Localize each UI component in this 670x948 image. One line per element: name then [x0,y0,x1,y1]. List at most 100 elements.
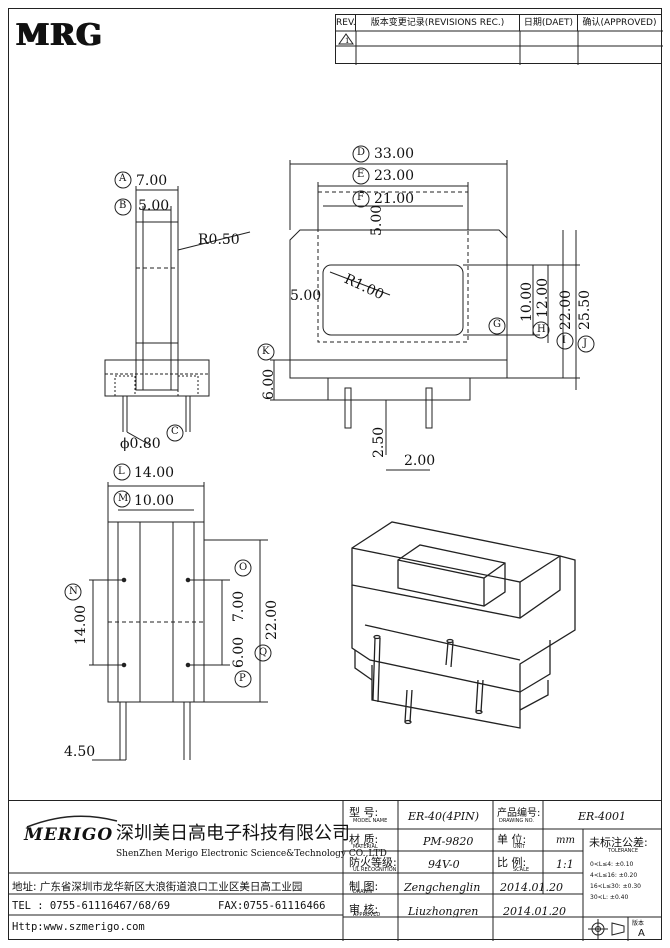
model-label: 型 号: [349,806,379,819]
technical-drawing [64,145,595,761]
dim-5-left: 5.00 [290,288,322,304]
dim-2-5: 2.50 [371,426,387,458]
unit-label: 单 位: [497,833,527,846]
material-label: 材 质: [349,833,379,846]
drawing-frame [8,8,662,940]
dim-4-5: 4.50 [64,744,96,760]
dim-e-value: 23.00 [374,168,415,184]
label-j: J [583,338,588,349]
company-tel: TEL : 0755-61116467/68/69 [12,900,171,912]
company-name-en: ShenZhen Merigo Electronic Science&Techn… [116,849,387,859]
revision-triangle-icon [338,33,354,45]
dim-d-value: 33.00 [374,146,415,162]
version-label: 版本 [632,920,645,927]
label-p: P [239,673,246,684]
bottom-view [89,482,268,761]
dim-c-value: ϕ0.80 [120,436,161,452]
dim-5-top: 5.00 [369,204,385,236]
dim-22-bottom: 22.00 [264,599,280,640]
model-label-en: MODEL NAME [353,818,388,824]
rev-header: REV. [336,15,356,31]
revision-date-header: 日期(DAET) [520,15,578,31]
label-b: B [119,200,127,211]
dim-2: 2.00 [404,453,436,469]
tolerance-row-3: 16<L≤30: ±0.30 [590,883,641,890]
svg-text:1: 1 [345,37,349,45]
dim-f-value: 21.00 [374,191,415,207]
label-c: C [171,426,179,437]
dim-25-5: 25.50 [577,289,593,330]
merigo-logo: MERIGO [24,825,114,845]
flame-value: 94V-0 [428,858,460,871]
revision-approved-header: 确认(APPROVED) [582,18,657,28]
approved-label: 审 核: [349,903,379,916]
side-radius-label: R0.50 [198,232,240,248]
label-a: A [119,173,127,184]
label-e: E [357,169,365,180]
flame-label-en: UL RECOGNITION [353,867,397,873]
label-m: M [118,493,129,504]
drawn-date: 2014.01.20 [500,881,563,894]
dim-a-value: 7.00 [136,173,168,189]
drawn-label: 制 图: [349,880,379,893]
dim-10: 10.00 [519,281,535,322]
dim-6: 6.00 [261,368,277,400]
tolerance-row-4: 30<L: ±0.40 [590,894,629,901]
label-i: I [562,335,566,346]
drawing-no-label-en: DRAWING NO. [499,818,534,824]
label-l: L [118,466,125,477]
scale-value: 1:1 [556,858,574,871]
dim-12: 12.00 [535,277,551,318]
dim-b-value: 5.00 [138,198,170,214]
isometric-view [351,521,576,729]
label-f: F [357,192,364,203]
approved-label-en: APPROVED [353,912,381,918]
top-view [270,160,580,471]
material-label-en: MATERIAL [353,844,378,850]
merigo-logo-swoosh-icon [26,815,118,828]
drawing-no-value: ER-4001 [578,810,627,823]
dim-m-value: 10.00 [134,493,175,509]
dim-n-value: 14.00 [73,604,89,645]
label-h: H [537,324,546,335]
reference-circles [64,145,595,688]
revision-table: REV. 版本变更记录(REVISIONS REC.) 日期(DAET) 确认(… [335,14,663,65]
scale-label-en: SCALE [513,867,530,873]
tolerance-label: 未标注公差: [589,836,648,849]
label-q: Q [259,647,268,658]
drawing-no-label: 产品编号: [497,808,541,819]
title-block: MERIGO 深圳美日高电子科技有限公司 ShenZhen Merigo Ele… [8,800,662,941]
version-value: A [638,928,645,939]
material-value: PM-9820 [423,835,474,848]
dim-o-value: 7.00 [231,590,247,622]
unit-label-en: UNIT [513,844,525,850]
dim-l-value: 14.00 [134,465,175,481]
label-g: G [493,319,501,330]
flame-label: 防火等级: [349,856,397,869]
approved-name: Liuzhongren [408,905,479,918]
company-name-cn: 深圳美日高电子科技有限公司 [116,823,350,844]
revision-content-header: 版本变更记录(REVISIONS REC.) [356,15,520,31]
dim-q-value: 6.00 [231,636,247,668]
label-d: D [357,147,366,158]
tolerance-row-1: 0<L≤4: ±0.10 [590,861,634,868]
company-address: 地址: 广东省深圳市龙华新区大浪街道浪口工业区美日高工业园 [12,881,303,893]
unit-value: mm [556,835,575,846]
revision-table-grid: 1 [336,30,663,65]
company-fax: FAX:0755-61116466 [218,900,326,912]
label-o: O [239,562,248,573]
scale-label: 比 例: [497,856,527,869]
tolerance-row-2: 4<L≤16: ±0.20 [590,872,638,879]
title-block-grid [8,801,662,941]
drawn-name: Zengchenglin [404,881,481,894]
model-value: ER-40(4PIN) [408,810,479,823]
side-view [104,186,251,446]
mrg-logo: MRG [16,18,103,53]
label-n: N [69,586,78,597]
drawn-label-en: DRAWN [353,889,372,895]
company-website: Http:www.szmerigo.com [12,921,145,933]
dim-22-top: 22.00 [558,289,574,330]
approved-date: 2014.01.20 [503,905,566,918]
label-k: K [262,346,270,357]
